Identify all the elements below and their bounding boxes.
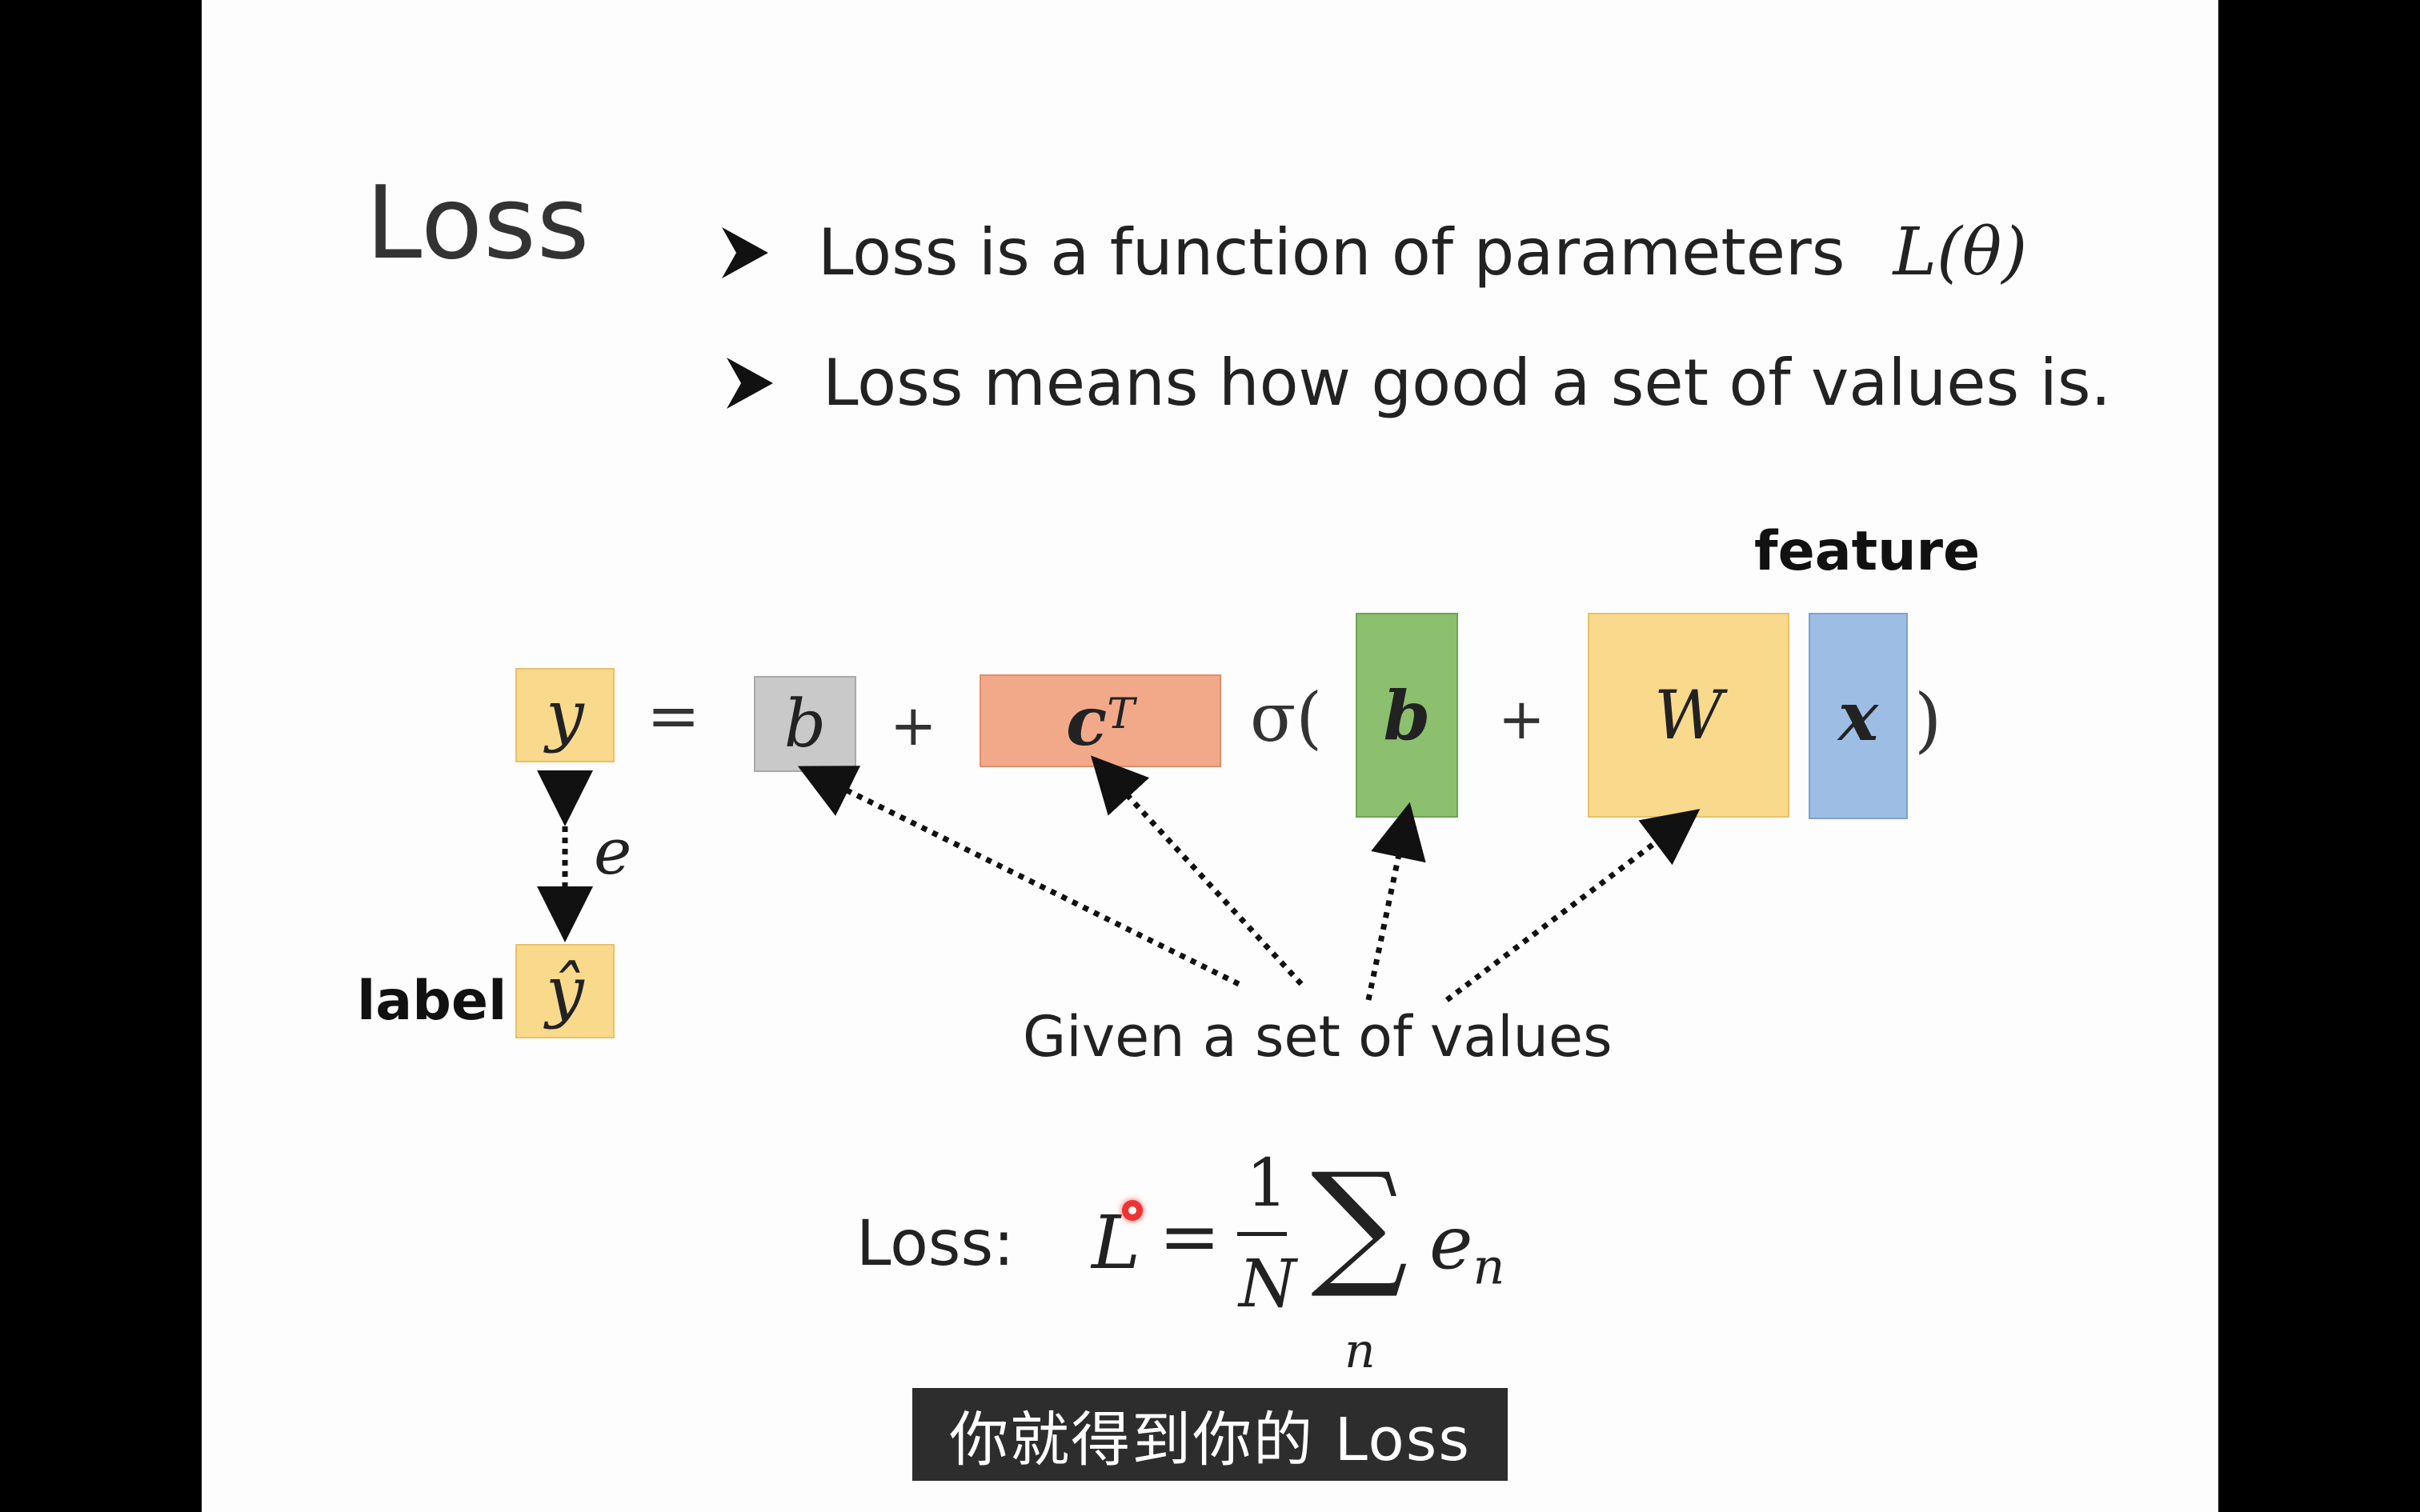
sigma-open: σ( xyxy=(1250,678,1323,757)
video-subtitle: 你就得到你的 Loss xyxy=(912,1388,1508,1481)
W-box: W xyxy=(1588,613,1789,818)
plus-sign-1: + xyxy=(890,693,937,758)
dotted-arrows xyxy=(537,755,1701,1002)
cT-c: c xyxy=(1066,681,1108,761)
bullet-2: Loss means how good a set of values is. xyxy=(723,346,2111,420)
b-vector-box: b xyxy=(1356,613,1458,818)
sum-index: n xyxy=(1344,1323,1376,1379)
error-e: e xyxy=(594,814,632,889)
arrow-to-b-vector xyxy=(1365,802,1426,1001)
label-text: label xyxy=(357,970,507,1033)
fraction-bar xyxy=(1237,1232,1287,1236)
b-box: b xyxy=(754,676,856,772)
loss-numerator: 1 xyxy=(1246,1146,1288,1222)
bullet-1: Loss is a function of parameters L(θ) xyxy=(719,214,2027,290)
y-box: y xyxy=(515,668,615,762)
x-box: x xyxy=(1809,613,1908,819)
arrowhead-bullet-icon xyxy=(727,357,773,409)
loss-e-base: e xyxy=(1429,1200,1473,1286)
bullet-2-text: Loss means how good a set of values is. xyxy=(823,346,2111,420)
bullet-1-text: Loss is a function of parameters xyxy=(818,215,1845,290)
plus-sign-2: + xyxy=(1498,686,1545,752)
feature-label: feature xyxy=(1754,520,1981,583)
given-values-text: Given a set of values xyxy=(1023,1004,1613,1070)
loss-e: en xyxy=(1429,1200,1504,1295)
arrow-to-W xyxy=(1444,809,1701,1002)
arrowhead-bullet-icon xyxy=(722,226,768,278)
laser-pointer-icon xyxy=(1122,1200,1143,1221)
arrow-to-b xyxy=(797,766,1240,987)
bullet-1-math: L(θ) xyxy=(1893,214,2028,290)
arrow-to-cT xyxy=(1091,755,1304,986)
loss-equals: = xyxy=(1159,1194,1221,1279)
sum-symbol: ∑ xyxy=(1311,1144,1408,1302)
slide: Loss Loss is a function of parameters L(… xyxy=(202,0,2218,1512)
close-paren: ) xyxy=(1914,678,1942,761)
slide-title: Loss xyxy=(366,164,591,282)
loss-e-subscript: n xyxy=(1472,1237,1505,1296)
loss-denominator: N xyxy=(1239,1246,1296,1322)
loss-formula-label: Loss: xyxy=(856,1208,1015,1280)
cT-superscript: T xyxy=(1107,690,1135,738)
equals-sign: = xyxy=(647,678,701,753)
y-hat-box: ŷ xyxy=(515,944,615,1038)
